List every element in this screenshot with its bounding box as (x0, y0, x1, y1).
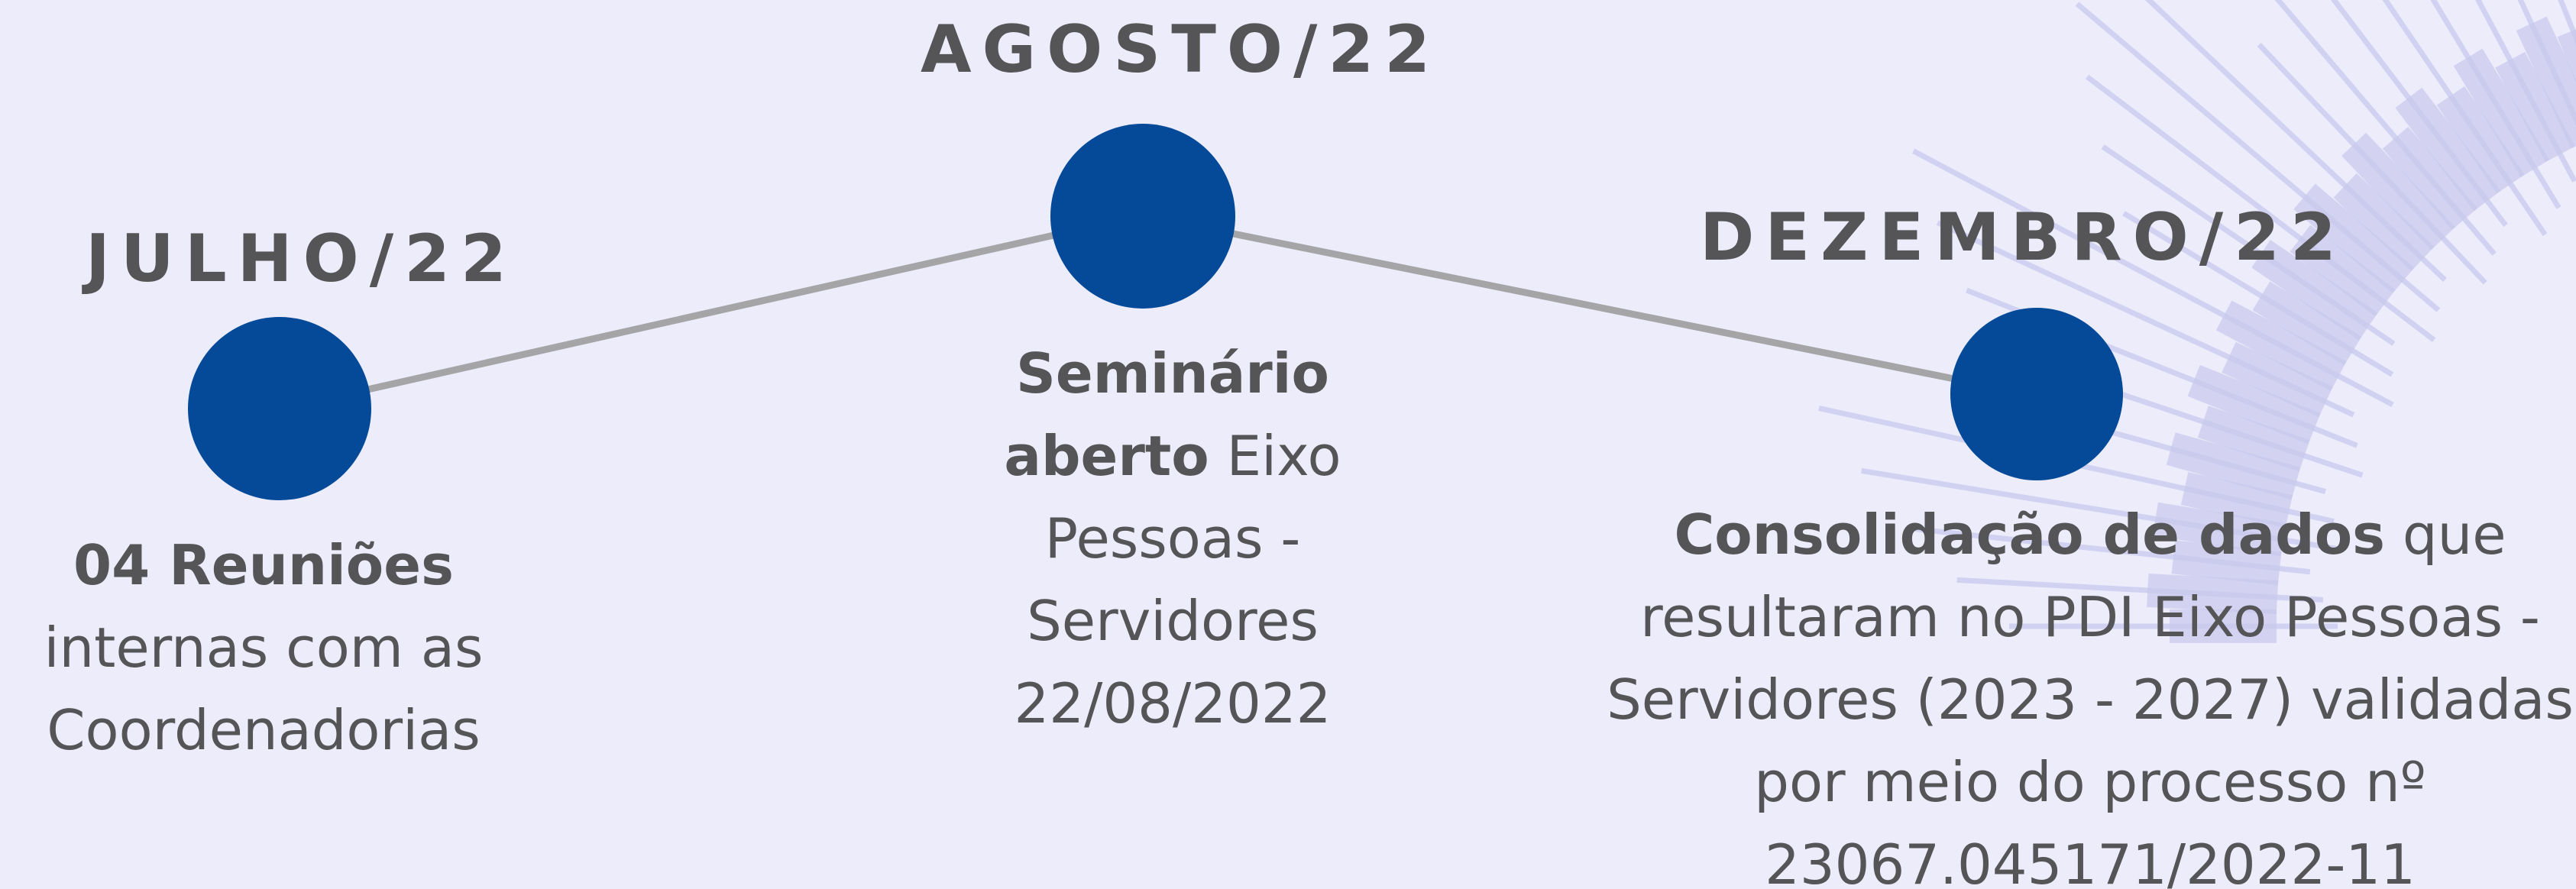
sunburst-block (2171, 540, 2282, 586)
sunburst-block (2166, 432, 2301, 500)
sunburst-block (2197, 406, 2310, 472)
milestone-bold-august: Seminário aberto (1004, 341, 1329, 488)
sunburst-block (2252, 281, 2362, 366)
sunburst-block (2436, 86, 2525, 194)
sunburst-block (2293, 183, 2415, 294)
milestone-date-july: JULHO/22 (86, 221, 517, 297)
sunburst-block (2251, 240, 2378, 341)
milestone-dot-july (188, 317, 371, 500)
sunburst-block (2180, 472, 2293, 529)
milestone-dot-august (1050, 124, 1235, 309)
milestone-description-august: Seminário aberto Eixo Pessoas - Servidor… (970, 332, 1375, 745)
sunburst-block (2187, 364, 2321, 444)
sunburst-block (2516, 16, 2576, 149)
sunburst-block (2341, 132, 2456, 251)
sunburst-block (2495, 51, 2575, 163)
milestone-date-december: DEZEMBRO/22 (1700, 199, 2347, 276)
sunburst-block (2215, 300, 2347, 391)
milestone-text-july: internas com as Coordenadorias (44, 616, 484, 762)
sunburst-block (2147, 573, 2279, 615)
milestone-text-december: que resultaram no PDI Eixo Pessoas - Ser… (1607, 503, 2574, 889)
milestone-bold-december: Consolidação de dados (1674, 503, 2386, 567)
milestone-description-july: 04 Reuniões internas com as Coordenadori… (0, 524, 527, 771)
connector-line-2 (1141, 212, 2038, 399)
milestone-text-august: Eixo Pessoas - Servidores 22/08/2022 (1014, 424, 1341, 735)
sunburst-block (2290, 225, 2396, 317)
milestone-bold-july: 04 Reuniões (73, 533, 454, 597)
milestone-description-december: Consolidação de dados que resultaram no … (1604, 493, 2576, 889)
connector-line-1 (282, 212, 1143, 412)
sunburst-block (2395, 87, 2501, 212)
sunburst-block (2453, 48, 2550, 177)
milestone-dot-december (1950, 308, 2123, 480)
milestone-date-august: AGOSTO/22 (921, 11, 1442, 88)
sunburst-block (2222, 341, 2333, 418)
sunburst-block (2382, 127, 2478, 231)
sunburst-block (2333, 173, 2435, 272)
sunburst-block (2152, 502, 2286, 557)
